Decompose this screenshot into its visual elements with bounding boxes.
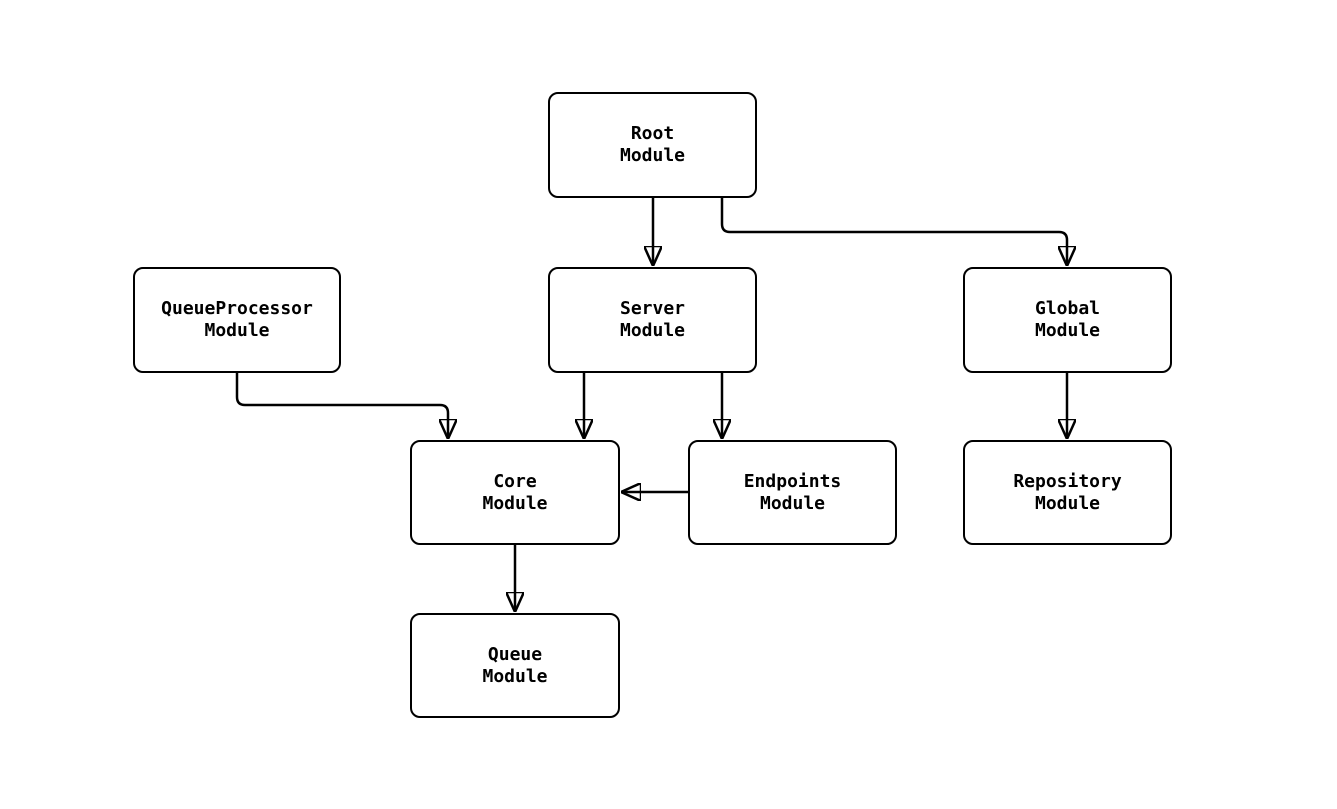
node-label-line: Root — [630, 123, 675, 144]
node-endpoints-module: Endpoints Module — [688, 440, 897, 545]
node-label-line: Core — [493, 470, 537, 492]
edge-queueprocessor-to-core — [235, 373, 448, 436]
node-server-module: Server Module — [548, 267, 757, 373]
node-label-line: Module — [619, 320, 686, 341]
node-label-line: Global — [1034, 298, 1101, 319]
node-label-line: Module — [1034, 320, 1101, 341]
node-label-line: Server — [619, 298, 686, 319]
node-label-line: Module — [482, 492, 548, 514]
node-queueprocessor-module: QueueProcessor Module — [133, 267, 341, 373]
node-label-line: Endpoints — [743, 470, 842, 492]
node-queue-module: Queue Module — [410, 613, 620, 718]
node-label-line: Module — [759, 492, 826, 514]
node-label-line: Repository — [1013, 470, 1122, 492]
node-core-module: Core Module — [410, 440, 620, 545]
node-repository-module: Repository Module — [963, 440, 1172, 545]
node-root-module: Root Module — [548, 92, 757, 198]
node-label-line: Module — [204, 320, 270, 341]
node-label-line: QueueProcessor — [161, 298, 313, 319]
node-label-line: Module — [482, 665, 548, 687]
node-label-line: Module — [1034, 492, 1101, 514]
node-label-line: Queue — [487, 643, 543, 665]
node-label-line: Module — [619, 145, 686, 166]
edge-root-to-global — [720, 198, 1067, 263]
node-global-module: Global Module — [963, 267, 1172, 373]
